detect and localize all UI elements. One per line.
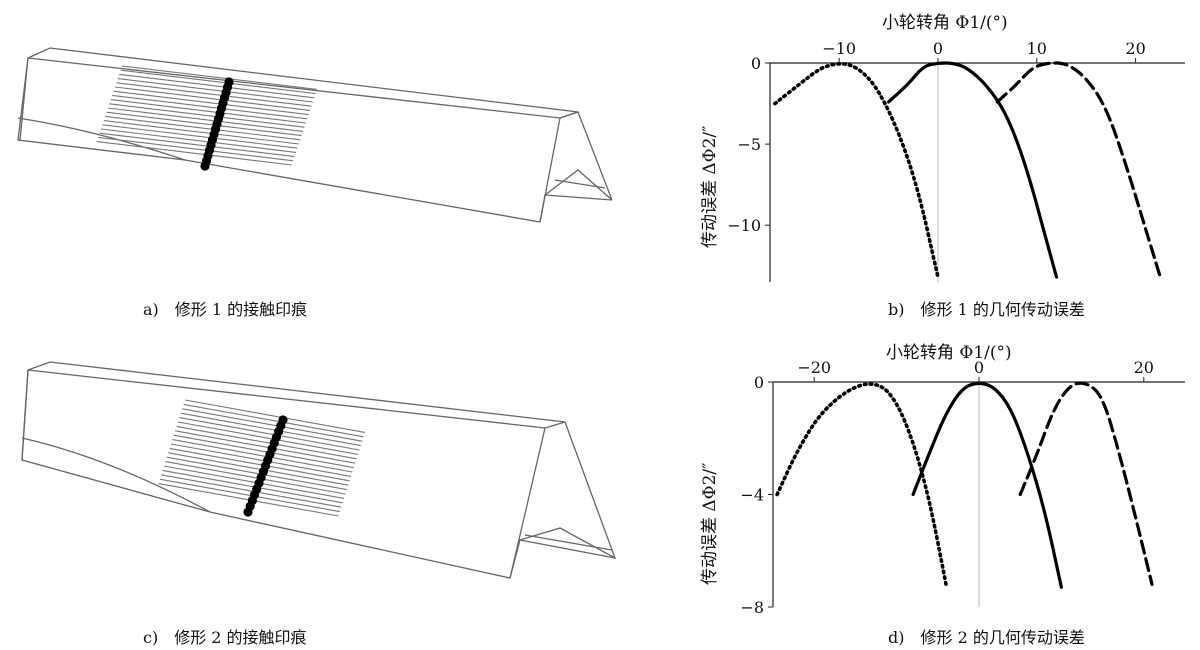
chart-d-series-solid-line xyxy=(911,381,1063,589)
pattern-1-contact-line xyxy=(107,107,304,132)
pattern-2-contact-line xyxy=(161,474,342,508)
pattern-1-contact-line xyxy=(102,124,298,149)
pattern-1-contact-line xyxy=(106,111,302,137)
chart-b-x-tick-label: 20 xyxy=(1125,39,1145,58)
pattern-1-contact-line xyxy=(121,65,318,90)
pattern-1-contact-line xyxy=(103,120,299,145)
contact-pattern-2-figure xyxy=(21,361,617,579)
pattern-1-contact-line xyxy=(100,128,297,153)
pattern-2-contact-line xyxy=(173,434,354,469)
chart-b-y-tick-label: −10 xyxy=(727,216,761,235)
pattern-2-contact-line xyxy=(162,469,343,504)
contact-pattern-1-figure xyxy=(17,47,613,223)
pattern-1-contact-line xyxy=(109,103,305,128)
chart-d-series-dotted-line xyxy=(775,382,948,587)
pattern-1-contact-line xyxy=(120,69,316,95)
chart-b-series xyxy=(773,61,1162,279)
chart-d-y-tick-label: 0 xyxy=(754,373,764,392)
pattern-1-contact-point xyxy=(200,161,210,171)
chart-d-xlabel: 小轮转角 Φ1/(°) xyxy=(886,343,1012,363)
pattern-1-contact-line xyxy=(116,82,312,107)
chart-b-x-tick-label: 10 xyxy=(1027,39,1047,58)
pattern-1-contact-line xyxy=(105,115,301,141)
pattern-2-contact-line xyxy=(175,430,356,464)
chart-d-y-tick-label: −4 xyxy=(740,486,764,505)
pattern-2-contact-line xyxy=(183,403,364,438)
chart-d-y-tick-label: −8 xyxy=(740,598,764,617)
pattern-2-contact-line xyxy=(170,443,352,477)
chart-b: −10 0 10 20 0 −5 −10 xyxy=(727,39,1185,282)
chart-d-axes: −20 0 20 0 −4 −8 xyxy=(740,358,1185,617)
pattern-1-contact-line xyxy=(110,99,306,124)
pattern-2-contact-point xyxy=(243,507,253,517)
pattern-1-contact-line xyxy=(119,73,315,99)
pattern-1-contact-line xyxy=(112,94,308,120)
pattern-2-contact-line xyxy=(179,417,360,451)
pattern-1-contact-line xyxy=(117,78,313,103)
pattern-2-contact-line xyxy=(180,412,361,447)
chart-d-series-dashed-line xyxy=(1018,381,1154,587)
chart-b-y-tick-label: 0 xyxy=(751,54,761,73)
pattern-2-contact-line xyxy=(182,408,363,442)
chart-b-xlabel: 小轮转角 Φ1/(°) xyxy=(882,13,1008,33)
pattern-2-contact-line xyxy=(169,447,350,482)
caption-c: c) 修形 2 的接触印痕 xyxy=(143,628,307,647)
chart-d-x-tick-label: −20 xyxy=(797,358,831,377)
chart-b-series-dashed-line xyxy=(995,61,1162,279)
caption-b: b) 修形 1 的几何传动误差 xyxy=(888,300,1085,319)
chart-b-ylabel: 传动误差 ΔΦ2/″ xyxy=(700,125,720,248)
chart-b-x-tick-label: 0 xyxy=(933,39,943,58)
pattern-1-contact-line xyxy=(114,86,311,111)
pattern-1-contact-line xyxy=(99,132,295,158)
chart-b-axes: −10 0 10 20 0 −5 −10 xyxy=(727,39,1185,282)
pattern-2-contact-line xyxy=(166,456,347,491)
pattern-2-contact-line xyxy=(163,465,345,499)
pattern-2-contact-line xyxy=(168,452,349,486)
chart-b-series-dotted-line xyxy=(773,62,940,279)
pattern-2-contact-line xyxy=(159,478,340,513)
chart-b-series-solid-line xyxy=(886,61,1059,279)
pattern-2-contact-line xyxy=(176,425,357,460)
chart-b-x-tick-label: −10 xyxy=(822,39,856,58)
chart-b-y-tick-label: −5 xyxy=(737,135,761,154)
pattern-2-contact-line xyxy=(172,439,353,473)
pattern-1-contact-line xyxy=(98,136,294,162)
pattern-2-contact-line xyxy=(177,421,359,455)
caption-d: d) 修形 2 的几何传动误差 xyxy=(888,628,1085,647)
pattern-2-contact-line xyxy=(165,461,346,495)
chart-d-x-tick-label: 0 xyxy=(974,358,984,377)
chart-d-ylabel: 传动误差 ΔΦ2/″ xyxy=(700,462,720,585)
pattern-1-contact-line xyxy=(96,141,292,166)
chart-d-x-tick-label: 20 xyxy=(1134,358,1154,377)
chart-d: −20 0 20 0 −4 −8 xyxy=(740,358,1185,617)
caption-a: a) 修形 1 的接触印痕 xyxy=(143,300,308,319)
pattern-1-contact-line xyxy=(113,90,309,116)
pattern-2-contact-line xyxy=(184,399,366,433)
chart-d-series xyxy=(775,381,1154,589)
